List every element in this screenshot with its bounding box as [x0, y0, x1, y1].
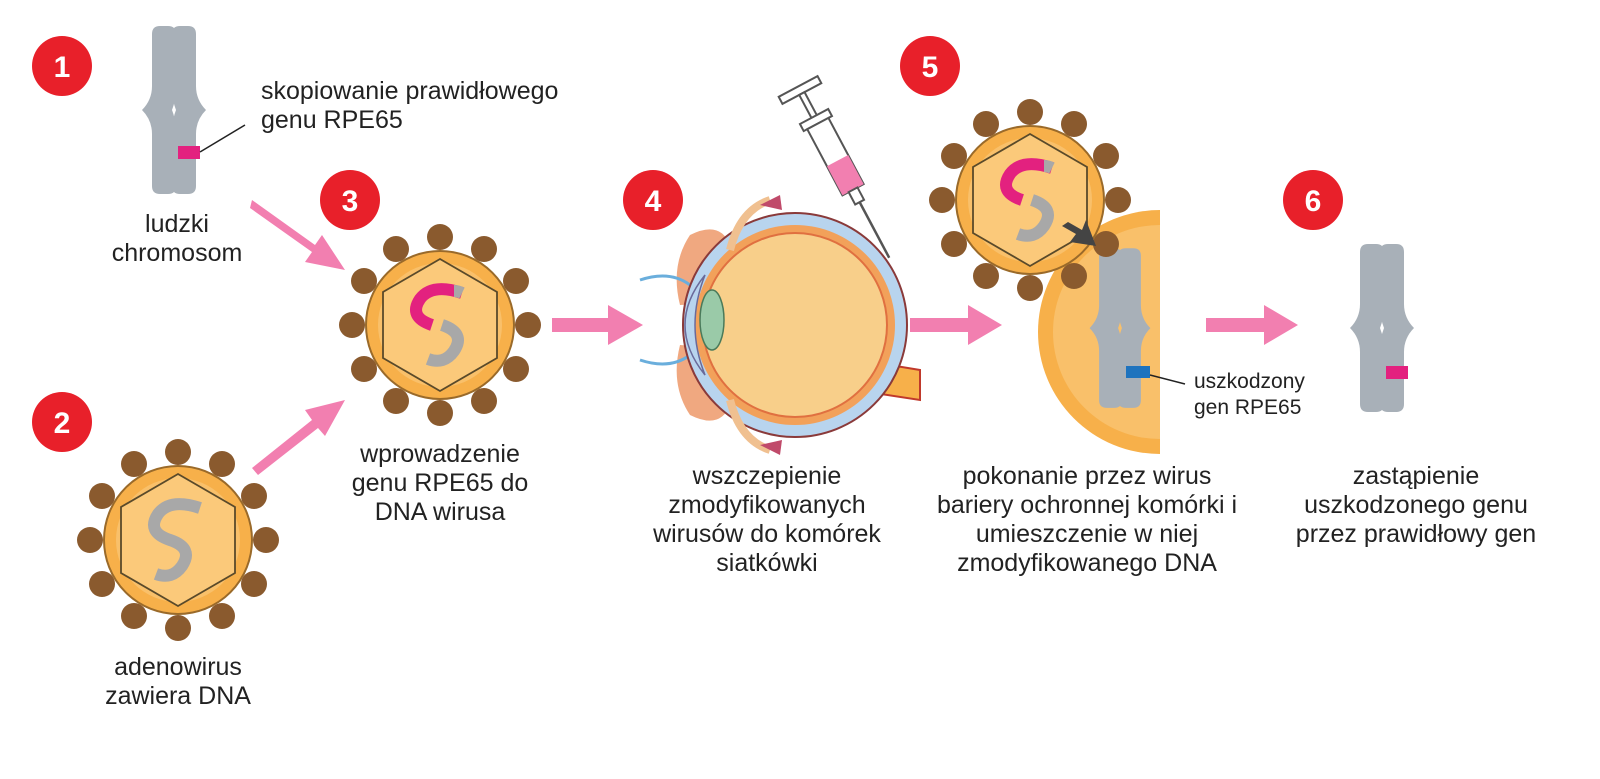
svg-text:3: 3: [342, 185, 359, 218]
step-1-sublabel: ludzki chromosom: [111, 210, 243, 267]
step-4-label: wszczepienie zmodyfikowanych wirusów do …: [653, 462, 881, 577]
svg-text:2: 2: [54, 407, 71, 440]
arrow-5-to-6: [1206, 305, 1298, 345]
adenovirus: [76, 438, 280, 642]
damaged-gene-pointer: [1149, 374, 1186, 385]
virus-entering-cell: [928, 98, 1132, 302]
step-6-badge: 6: [1283, 170, 1343, 230]
step-badges: 1 2 3 4 5 6: [32, 36, 1343, 452]
svg-text:5: 5: [922, 51, 939, 84]
arrows: [250, 200, 1298, 475]
step-2-label: adenowirus zawiera DNA: [105, 653, 251, 710]
step-5-badge: 5: [900, 36, 960, 96]
arrow-2-to-3: [252, 400, 345, 475]
step-5-label: pokonanie przez wirus bariery ochronnej …: [936, 462, 1238, 577]
eye-illustration: [639, 195, 921, 455]
arrow-3-to-4: [552, 305, 643, 345]
arrow-1-to-3: [250, 200, 345, 270]
step-1-badge: 1: [32, 36, 92, 96]
svg-text:4: 4: [645, 185, 662, 218]
step-3-label: wprowadzenie genu RPE65 do DNA wirusa: [351, 440, 529, 526]
svg-text:6: 6: [1305, 185, 1322, 218]
step-2-badge: 2: [32, 392, 92, 452]
damaged-gene-marker: [1126, 366, 1150, 378]
healthy-gene-marker: [1386, 366, 1408, 379]
step-4-badge: 4: [623, 170, 683, 230]
step-1-label: skopiowanie prawidłowego genu RPE65: [261, 77, 559, 134]
syringe-icon: [777, 74, 891, 259]
healthy-gene-marker: [178, 146, 200, 159]
repaired-chromosome: [1350, 244, 1414, 412]
modified-virus: [338, 223, 542, 427]
damaged-gene-callout: uszkodzony gen RPE65: [1194, 370, 1305, 419]
step-6-label: zastąpienie uszkodzonego genu przez praw…: [1295, 462, 1537, 548]
svg-text:1: 1: [54, 51, 71, 84]
human-chromosome: [142, 26, 206, 194]
arrow-4-to-5: [910, 305, 1002, 345]
step-3-badge: 3: [320, 170, 380, 230]
entry-arrow-icon: [1062, 220, 1096, 246]
gene-pointer-line: [199, 124, 246, 153]
